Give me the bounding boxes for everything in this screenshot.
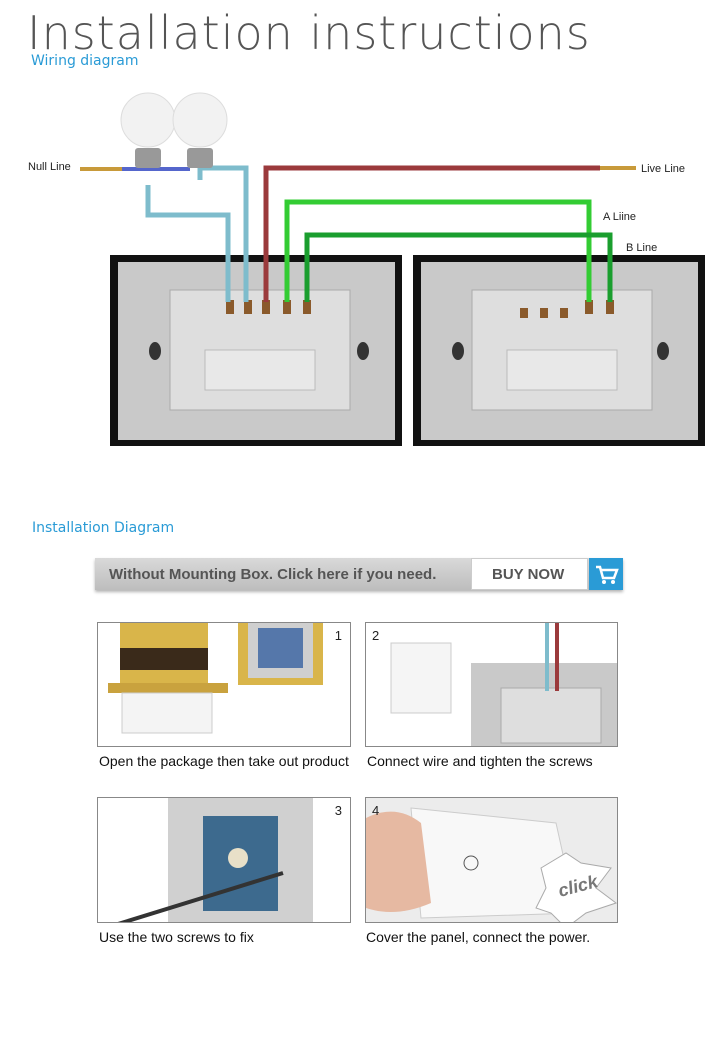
wiring-diagram: [80, 92, 705, 446]
live-line-label: Live Line: [641, 163, 686, 175]
buy-now-label[interactable]: BUY NOW: [492, 566, 565, 583]
step-1-caption: Open the package then take out product: [99, 753, 349, 769]
wiring-diagram-subtitle: Wiring diagram: [31, 53, 139, 69]
step-3-panel: 3: [97, 797, 351, 923]
buy-now-button[interactable]: [471, 558, 588, 590]
light-bulb-icon: [120, 92, 176, 168]
switch-plate-left: [110, 255, 402, 446]
page-title: Installation instructions: [27, 6, 591, 60]
step-1-panel: 1: [97, 622, 351, 747]
installation-diagram-subtitle: Installation Diagram: [32, 520, 175, 536]
step-4-panel: 4 click: [365, 797, 618, 923]
switch-plate-right: [413, 255, 705, 446]
banner-text[interactable]: Without Mounting Box. Click here if you …: [109, 566, 437, 583]
step-2-panel: 2: [365, 622, 618, 747]
null-line-label: Null Line: [28, 161, 71, 173]
step-4-caption: Cover the panel, connect the power.: [366, 929, 591, 945]
step-number: 3: [334, 803, 342, 818]
light-bulb-icon: [172, 92, 228, 168]
step-number: 2: [372, 628, 380, 643]
step-3-caption: Use the two screws to fix: [99, 929, 254, 945]
step-number: 4: [372, 803, 380, 818]
step-number: 1: [334, 628, 342, 643]
a-line-label: A Liine: [603, 211, 637, 223]
shopping-cart-icon[interactable]: [589, 558, 623, 590]
step-2-caption: Connect wire and tighten the screws: [367, 753, 593, 769]
b-line-label: B Line: [626, 242, 658, 254]
